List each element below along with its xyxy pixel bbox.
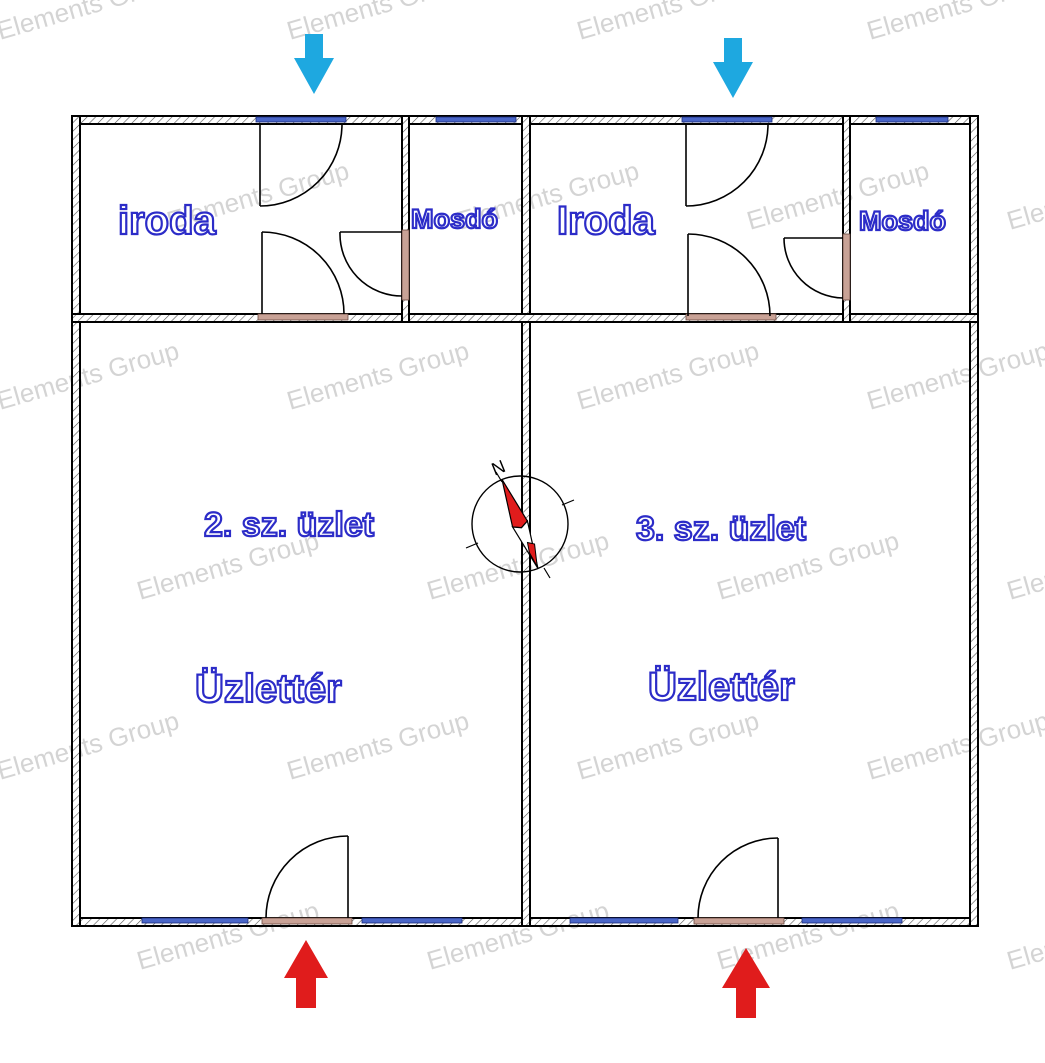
watermark-text: Elements Group (863, 335, 1045, 416)
room-label-iroda-right: Iroda (557, 199, 656, 243)
room-labels: iroda Mosdó Iroda Mosdó 2. sz. üzlet Üzl… (117, 198, 947, 712)
watermark-text: Elements Group (423, 525, 612, 606)
watermark-text: Elements Group (0, 335, 182, 416)
room-label-mosdo-left: Mosdó (411, 204, 498, 234)
watermark-text: Elements Group (423, 895, 612, 976)
arrow-up-icon (722, 948, 770, 1018)
arrow-down-icon (294, 34, 334, 94)
entry-arrows (284, 34, 770, 1018)
windows (141, 116, 949, 924)
watermark-text: Elements Group (1003, 895, 1045, 976)
room-label-iroda-left: iroda (118, 199, 217, 243)
door-frames (257, 229, 851, 925)
room-label-shop-2-name: 2. sz. üzlet (204, 506, 374, 544)
watermark-text: Elements Group (1003, 155, 1045, 236)
room-label-shop-3-area: Üzlettér (648, 664, 795, 709)
compass-rose: N (465, 456, 575, 579)
watermark-text: Elements Group (283, 705, 472, 786)
compass-north-label: N (489, 456, 509, 479)
watermark-text: Elements Group (0, 705, 182, 786)
watermark-text: Elements Group (283, 335, 472, 416)
door-swings (259, 123, 844, 919)
room-label-mosdo-right: Mosdó (859, 206, 946, 236)
watermark-text: Elements Group (573, 705, 762, 786)
watermark-text: Elements Group (863, 705, 1045, 786)
watermark-text: Elements Group (1003, 525, 1045, 606)
room-label-shop-2-area: Üzlettér (195, 666, 342, 711)
watermark-text: Elements Group (863, 0, 1045, 46)
watermark-text: Elements Group (0, 0, 182, 46)
room-label-shop-3-name: 3. sz. üzlet (636, 510, 806, 548)
watermark-text: Elements Group (573, 335, 762, 416)
arrow-up-icon (284, 940, 328, 1008)
arrow-down-icon (713, 38, 753, 98)
